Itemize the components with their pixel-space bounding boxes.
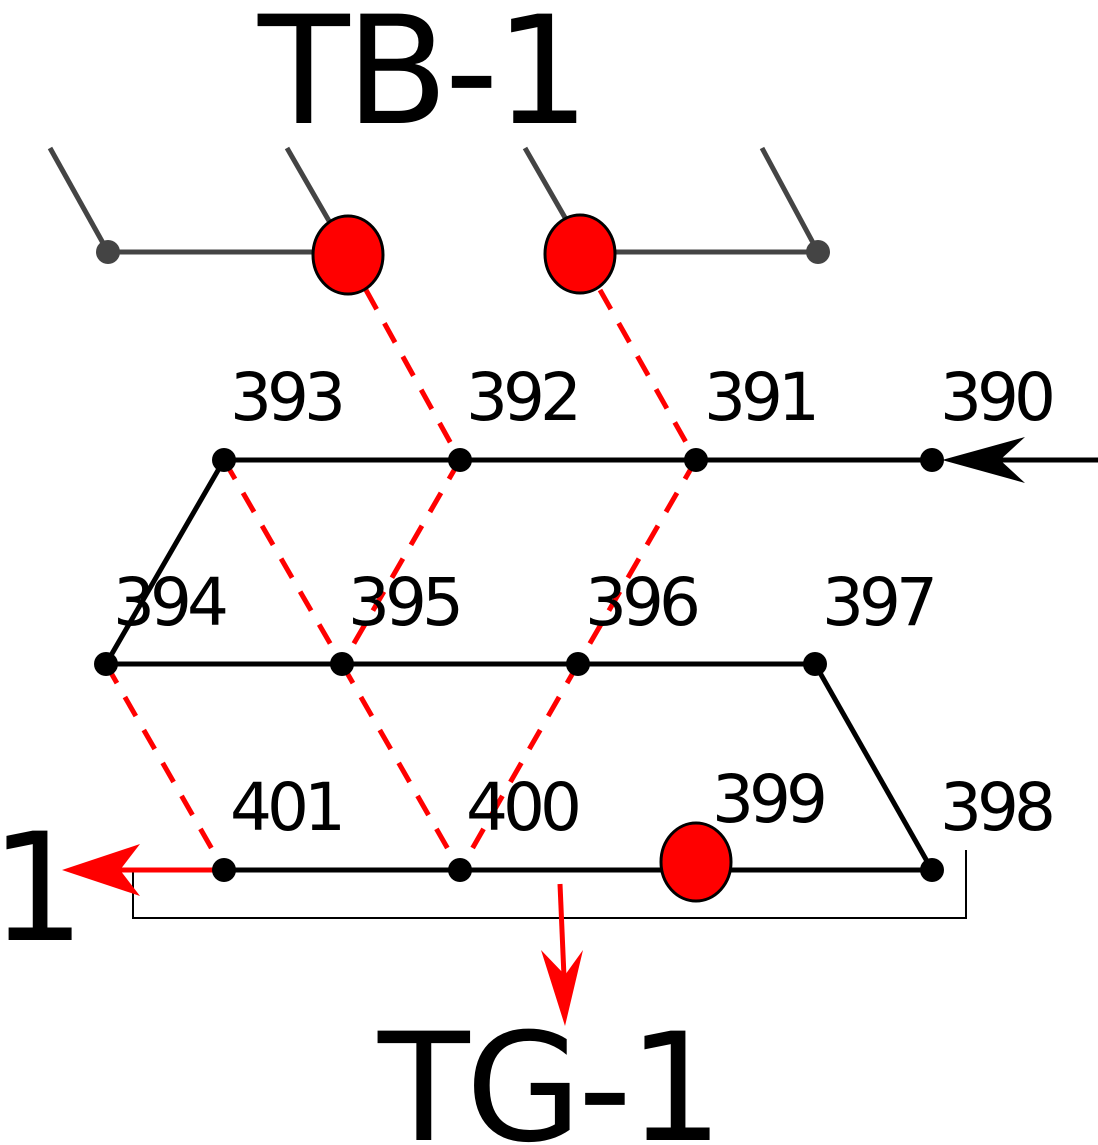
node-label-395: 395 xyxy=(348,564,459,641)
node-label-390: 390 xyxy=(940,359,1052,436)
node-393-dot xyxy=(212,448,236,472)
track-link-left xyxy=(103,458,227,666)
node-label-391: 391 xyxy=(704,359,815,436)
outgoing-arrows xyxy=(100,867,568,1001)
node-dots xyxy=(94,448,944,882)
bottom-bracket xyxy=(132,850,967,919)
node-401-dot xyxy=(212,858,236,882)
track-link-right xyxy=(812,662,935,872)
node-391-dot xyxy=(684,448,708,472)
node-label-392: 392 xyxy=(466,359,577,436)
node-395-dot xyxy=(330,652,354,676)
stub-line-1 xyxy=(47,146,111,254)
dashed-route-6 xyxy=(339,662,463,872)
incoming-arrow-head xyxy=(942,437,1025,483)
node-400-dot xyxy=(448,858,472,882)
node-394-dot xyxy=(94,652,118,676)
node-398-dot xyxy=(920,858,944,882)
node-397-dot xyxy=(803,652,827,676)
left-exit-label: 1 xyxy=(0,802,85,976)
node-label-397: 397 xyxy=(822,564,933,641)
dashed-route-3 xyxy=(597,288,699,462)
down-exit-arrow-head xyxy=(541,950,583,1026)
dashed-route-1 xyxy=(363,288,463,462)
dashed-route-7 xyxy=(457,662,581,872)
node-label-394: 394 xyxy=(113,564,226,641)
marker-399 xyxy=(659,821,733,903)
dashed-route-4 xyxy=(575,458,699,666)
node-label-393: 393 xyxy=(230,359,341,436)
node-label-400: 400 xyxy=(466,769,578,846)
top-title: TB-1 xyxy=(257,0,586,159)
dashed-routes xyxy=(103,288,699,872)
node-label-401: 401 xyxy=(230,769,341,846)
stub-node-right xyxy=(806,240,830,264)
left-exit-arrow-head xyxy=(62,844,140,896)
bottom-title: TG-1 xyxy=(377,1002,719,1145)
stub-node-left xyxy=(96,240,120,264)
stub-line-4 xyxy=(759,146,821,254)
node-label-398: 398 xyxy=(940,769,1052,846)
marker-tb-right xyxy=(543,213,617,295)
marker-tb-left xyxy=(311,214,385,296)
dashed-route-8 xyxy=(103,662,227,872)
node-396-dot xyxy=(566,652,590,676)
dashed-route-5 xyxy=(221,458,345,666)
node-392-dot xyxy=(448,448,472,472)
node-label-396: 396 xyxy=(585,564,697,641)
node-label-399: 399 xyxy=(712,761,824,838)
upper-stub-tracks xyxy=(47,146,821,255)
node-390-dot xyxy=(920,448,944,472)
dashed-route-2 xyxy=(339,458,463,666)
